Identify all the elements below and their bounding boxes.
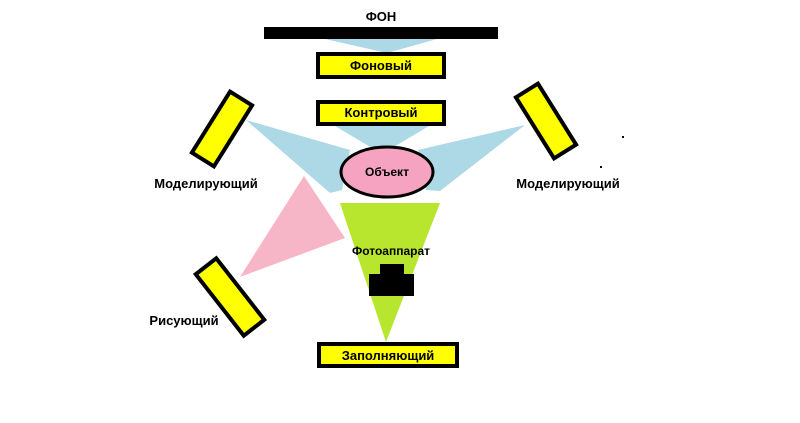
- camera-label: Фотоаппарат: [352, 244, 430, 258]
- background-light-box: [316, 52, 446, 79]
- object-label: Объект: [365, 165, 409, 179]
- modeling-right-box: [513, 80, 579, 162]
- modeling-left-beam: [246, 120, 350, 193]
- drawing-light-box: [192, 255, 268, 339]
- drawing-light-label: Рисующий: [149, 313, 218, 328]
- stray-dot: [600, 166, 602, 168]
- backdrop-bar: [264, 27, 498, 39]
- modeling-left-label: Моделирующий: [154, 176, 257, 191]
- camera-icon: [369, 264, 414, 296]
- drawing-light-beam: [240, 176, 345, 277]
- background-light-label: Фоновый: [350, 58, 412, 73]
- rim-light-box: [316, 100, 446, 126]
- modeling-right-label: Моделирующий: [516, 176, 619, 191]
- modeling-right-beam: [418, 125, 525, 191]
- rim-light-label: Контровый: [344, 105, 417, 120]
- fill-light-box: [317, 342, 459, 368]
- object-ellipse: [339, 145, 435, 199]
- background-light-beam: [325, 39, 437, 53]
- backdrop-label: ФОН: [366, 9, 397, 24]
- fill-light-label: Заполняющий: [342, 348, 435, 363]
- modeling-left-box: [189, 88, 255, 170]
- stray-dot: [622, 136, 624, 138]
- rim-light-beam: [335, 126, 429, 154]
